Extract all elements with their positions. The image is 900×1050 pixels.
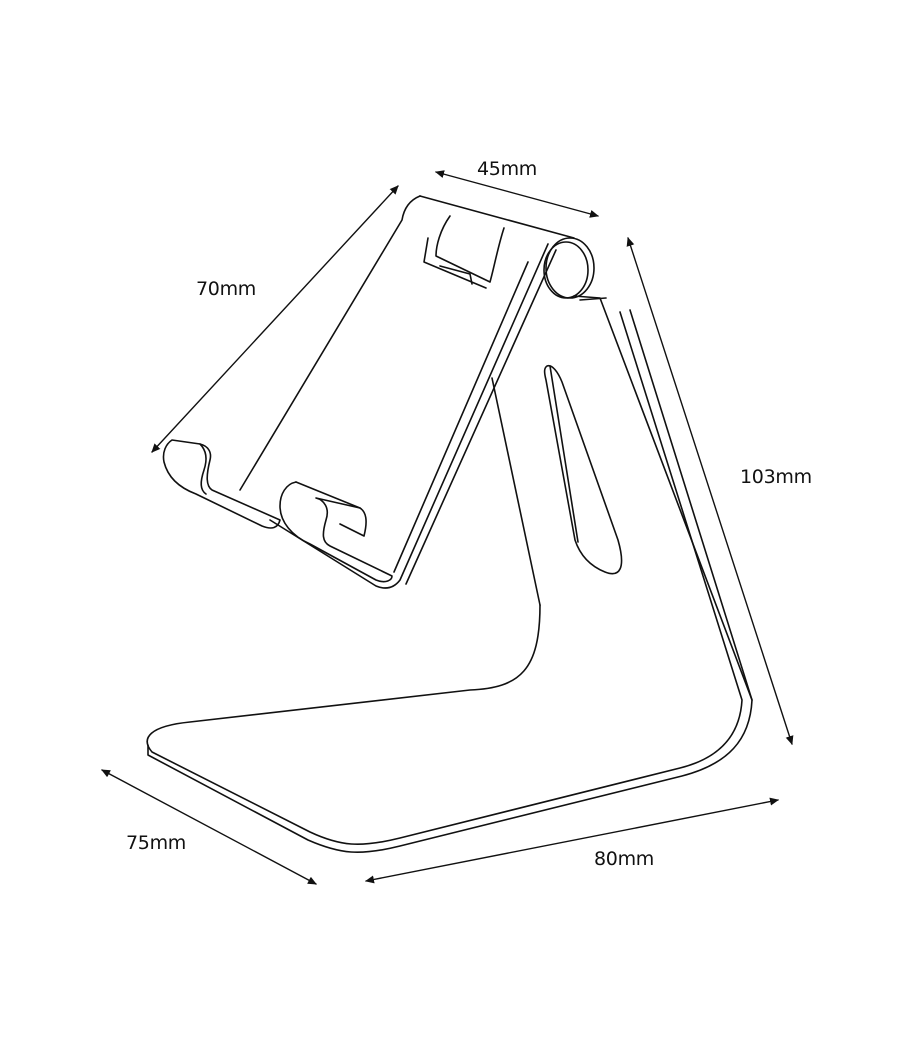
dim-arrow-80mm xyxy=(365,797,779,884)
dim-label-80mm: 80mm xyxy=(594,848,654,870)
dim-arrow-45mm xyxy=(435,170,599,218)
dim-label-75mm: 75mm xyxy=(126,832,186,854)
dim-arrow-75mm xyxy=(101,769,317,885)
holder-plate xyxy=(239,195,557,589)
upright-slot xyxy=(543,364,623,575)
dim-arrow-103mm xyxy=(626,237,794,745)
holder-lip-right xyxy=(279,481,393,583)
dim-label-45mm: 45mm xyxy=(477,158,537,180)
upright xyxy=(491,295,753,701)
base-plate xyxy=(146,309,753,854)
dim-arrow-70mm xyxy=(151,185,399,453)
dim-label-103mm: 103mm xyxy=(740,466,812,488)
holder-lip-left xyxy=(162,439,281,529)
dim-label-70mm: 70mm xyxy=(196,278,256,300)
hinge-cylinder xyxy=(419,195,595,299)
